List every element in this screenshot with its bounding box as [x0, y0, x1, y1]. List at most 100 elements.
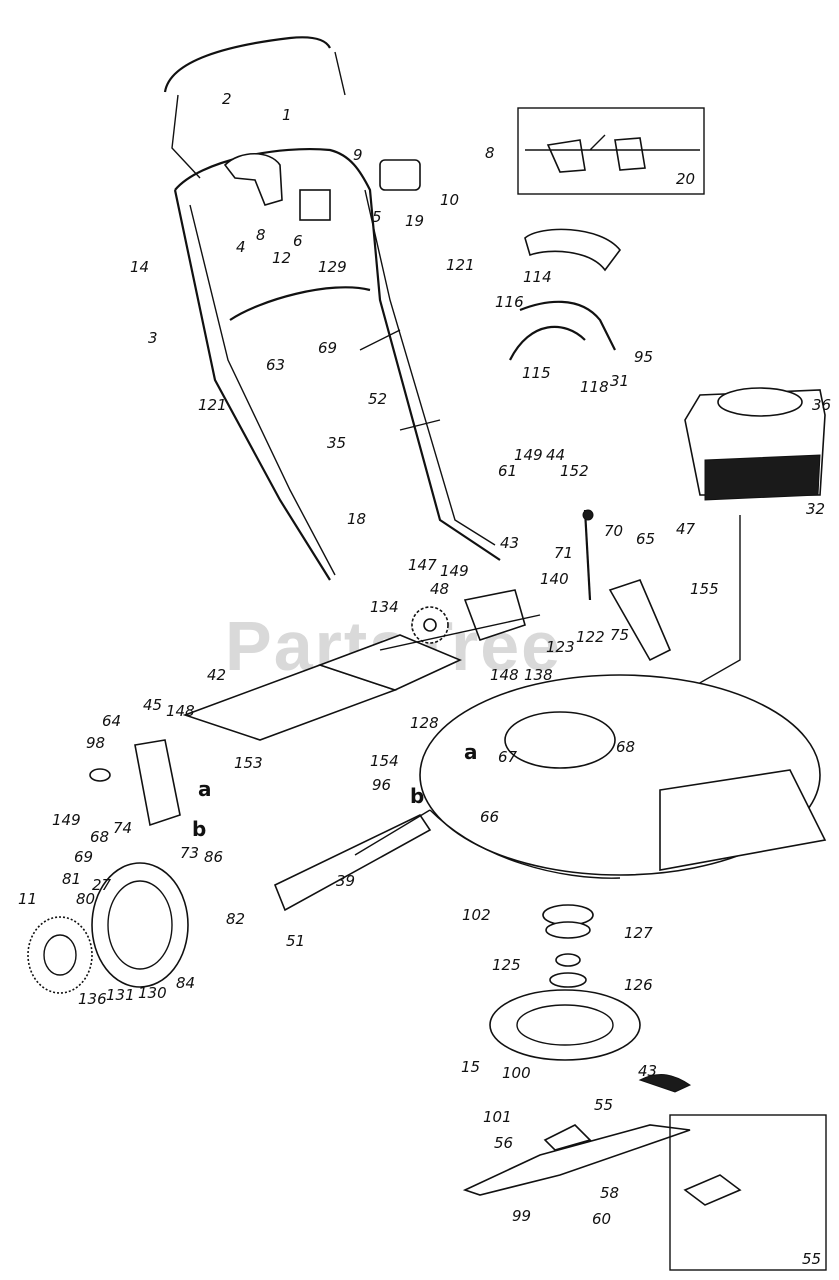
callout-label-10: 10 [440, 191, 459, 209]
callout-label-31: 31 [610, 372, 629, 390]
callout-label-154: 154 [370, 752, 399, 770]
handle-assembly [163, 36, 501, 581]
callout-label-56: 56 [494, 1134, 513, 1152]
callout-label-3: 3 [148, 329, 158, 347]
callout-label-58: 58 [600, 1184, 619, 1202]
callout-label-138: 138 [524, 666, 553, 684]
blade-plate [489, 989, 641, 1061]
callout-label-b2: b [192, 817, 206, 841]
callout-label-140: 140 [540, 570, 569, 588]
callout-label-129: 129 [318, 258, 347, 276]
callout-label-96: 96 [372, 776, 391, 794]
callout-label-45: 45 [143, 696, 162, 714]
control-bar [223, 153, 283, 206]
callout-label-67: 67 [498, 748, 518, 766]
bracket-52 [359, 329, 441, 431]
callout-label-43b: 43 [638, 1062, 657, 1080]
callout-label-81: 81 [62, 870, 81, 888]
callout-label-b1: b [410, 784, 424, 808]
callout-label-70: 70 [604, 522, 623, 540]
callout-label-115: 115 [522, 364, 551, 382]
inset-box-55 [669, 1114, 827, 1271]
callout-label-114: 114 [523, 268, 552, 286]
callout-label-71: 71 [554, 544, 573, 562]
callout-label-11: 11 [18, 890, 37, 908]
callout-label-65: 65 [636, 530, 655, 548]
callout-label-20: 20 [676, 170, 695, 188]
callout-label-75: 75 [610, 626, 629, 644]
callout-label-6: 6 [293, 232, 303, 250]
callout-label-116: 116 [495, 293, 524, 311]
callout-label-8b: 8 [256, 226, 266, 244]
callout-label-5: 5 [372, 208, 382, 226]
callout-label-128: 128 [410, 714, 439, 732]
callout-label-136: 136 [78, 990, 107, 1008]
callout-label-153: 153 [234, 754, 263, 772]
callout-label-42: 42 [207, 666, 226, 684]
callout-label-130: 130 [138, 984, 167, 1002]
callout-label-80: 80 [76, 890, 95, 908]
callout-label-152: 152 [560, 462, 589, 480]
wheel [91, 862, 189, 988]
callout-label-a1: a [464, 740, 478, 764]
rear-deck [182, 634, 462, 912]
callout-label-122: 122 [576, 628, 605, 646]
callout-label-39: 39 [336, 872, 355, 890]
callout-label-14: 14 [130, 258, 149, 276]
callout-label-100: 100 [502, 1064, 531, 1082]
callout-label-12: 12 [272, 249, 291, 267]
callout-label-134: 134 [370, 598, 399, 616]
bag-frame-assembly [509, 228, 622, 361]
callout-label-27: 27 [92, 876, 112, 894]
callout-label-74: 74 [113, 819, 132, 837]
callout-label-61: 61 [498, 462, 517, 480]
callout-label-69b: 69 [74, 848, 93, 866]
mower-deck [419, 674, 827, 879]
callout-label-43a: 43 [500, 534, 519, 552]
callout-label-95: 95 [634, 348, 653, 366]
height-adjuster [89, 739, 181, 827]
callout-label-118: 118 [580, 378, 609, 396]
callout-label-101: 101 [483, 1108, 512, 1126]
blade-adapter-stack [489, 904, 641, 1061]
hubcap [27, 916, 93, 994]
handle-grip [163, 36, 331, 93]
callout-label-44: 44 [546, 446, 565, 464]
callout-label-68b: 68 [90, 828, 109, 846]
callout-label-148a: 148 [490, 666, 519, 684]
callout-label-69a: 69 [318, 339, 337, 357]
callout-label-32: 32 [806, 500, 825, 518]
upper-handle [174, 147, 501, 561]
callout-label-19: 19 [405, 212, 424, 230]
wheel-assembly [27, 862, 189, 994]
callout-label-36: 36 [812, 396, 831, 414]
callout-label-121b: 121 [198, 396, 227, 414]
callout-label-66: 66 [480, 808, 499, 826]
callout-label-2: 2 [222, 90, 232, 108]
callout-label-51: 51 [286, 932, 305, 950]
callout-label-82: 82 [226, 910, 245, 928]
cable-clip-1 [379, 159, 421, 191]
callout-label-98: 98 [86, 734, 105, 752]
callout-label-55b: 55 [802, 1250, 821, 1268]
callout-label-102: 102 [462, 906, 491, 924]
callout-label-a2: a [198, 777, 212, 801]
callout-label-68a: 68 [616, 738, 635, 756]
bracket-right [582, 509, 672, 662]
callout-label-15: 15 [461, 1058, 480, 1076]
callout-label-48: 48 [430, 580, 449, 598]
callout-label-9: 9 [353, 146, 363, 164]
callout-label-131: 131 [106, 986, 135, 1004]
callout-label-84: 84 [176, 974, 195, 992]
callout-label-4: 4 [236, 238, 246, 256]
callout-label-147: 147 [408, 556, 437, 574]
callout-label-126: 126 [624, 976, 653, 994]
callout-label-55a: 55 [594, 1096, 613, 1114]
lower-handle [229, 286, 371, 321]
callout-label-8a: 8 [485, 144, 495, 162]
callout-label-149b: 149 [440, 562, 469, 580]
callout-label-47: 47 [676, 520, 696, 538]
callout-label-18: 18 [347, 510, 366, 528]
